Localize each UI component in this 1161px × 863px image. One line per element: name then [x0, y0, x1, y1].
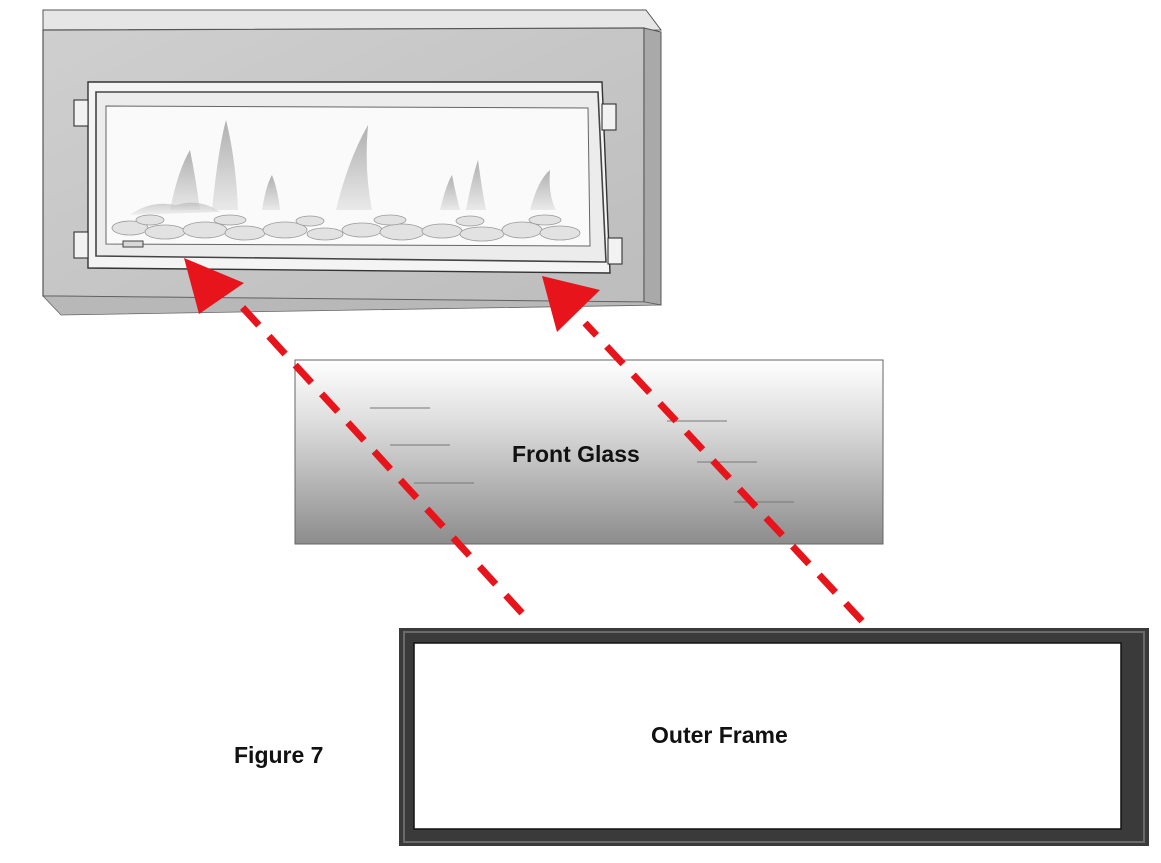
- front-glass-label: Front Glass: [512, 441, 640, 467]
- outer-frame: [399, 628, 1149, 846]
- fireplace-unit: [42, 9, 662, 316]
- stone-bed: [111, 214, 581, 242]
- flame-artwork: [130, 120, 556, 215]
- front-glass-panel: [294, 359, 884, 545]
- outer-frame-label: Outer Frame: [651, 722, 788, 748]
- left-arrowhead: [184, 258, 244, 314]
- mounting-brackets: [73, 99, 623, 265]
- figure-caption: Figure 7: [234, 742, 324, 768]
- right-arrowhead: [542, 276, 600, 332]
- surround-side-face: [643, 27, 662, 306]
- control-badge: [122, 240, 144, 248]
- left-arrow-shaft: [230, 294, 525, 616]
- surround-top-face: [42, 9, 662, 33]
- assembly-arrows: [184, 258, 865, 624]
- right-arrow-shaft: [582, 320, 865, 624]
- glass-reflection-lines: [370, 407, 794, 503]
